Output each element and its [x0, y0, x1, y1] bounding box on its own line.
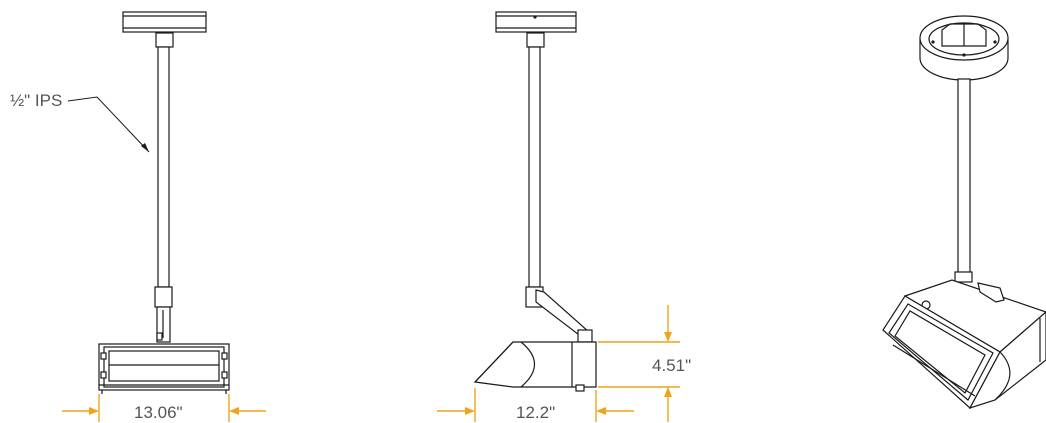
pipe-size-label: ½" IPS: [10, 91, 63, 110]
side-housing: [473, 341, 597, 388]
side-depth-label: 12.2": [516, 403, 556, 422]
pipe-size-leader: [67, 96, 150, 153]
isometric-view: [882, 15, 1046, 410]
side-stem: [528, 46, 541, 288]
iso-housing-side: [968, 311, 1046, 410]
front-swivel-joint: [155, 32, 174, 48]
front-width-label: 13.06": [134, 403, 183, 422]
side-view: [437, 11, 680, 422]
iso-stem: [957, 78, 971, 276]
front-view: [62, 11, 266, 422]
side-canopy: [495, 11, 577, 33]
front-canopy: [122, 11, 207, 33]
front-coupling: [154, 286, 173, 308]
front-stem: [157, 46, 170, 288]
side-height-label: 4.51": [652, 356, 692, 375]
front-housing: [98, 343, 230, 391]
side-swivel-joint: [526, 32, 545, 48]
